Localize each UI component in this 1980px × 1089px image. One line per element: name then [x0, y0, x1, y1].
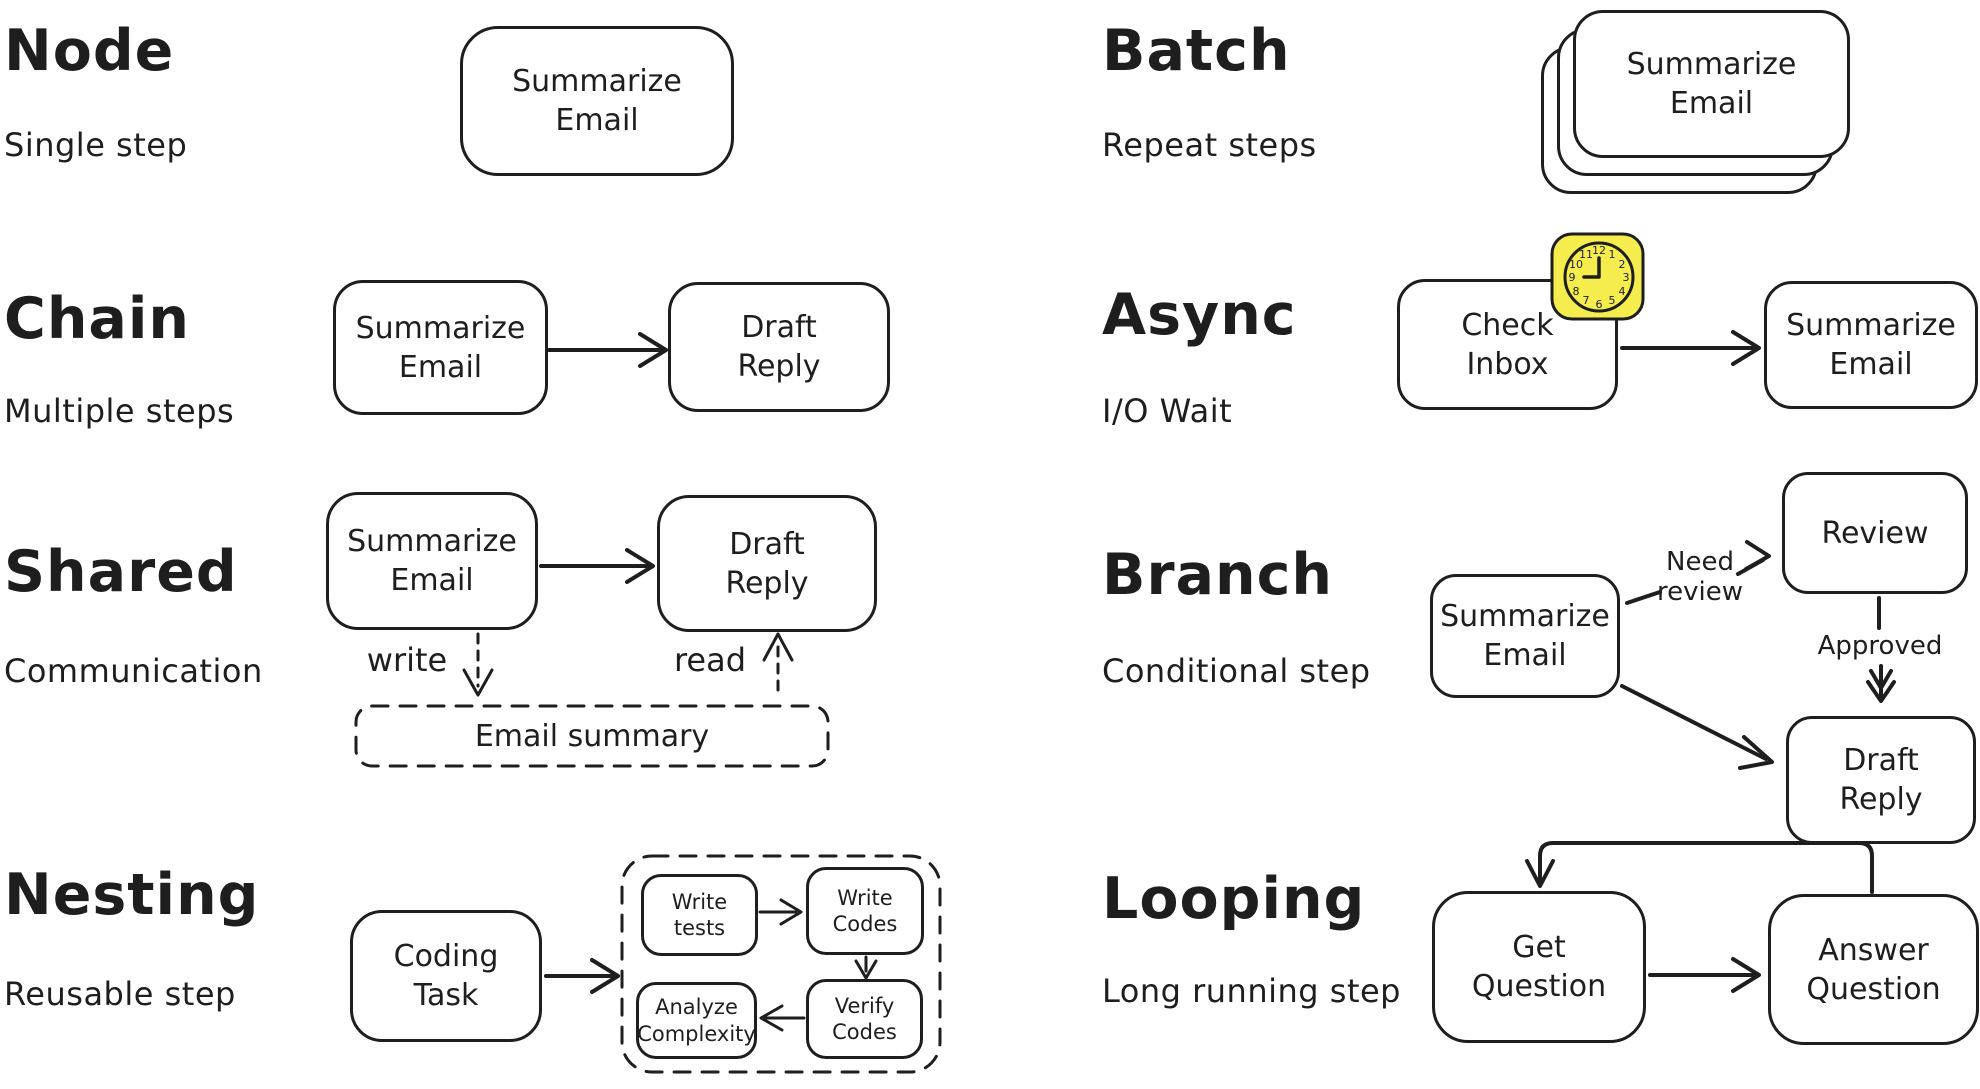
nesting-write-tests-box: Write tests — [641, 874, 758, 956]
branch-summarize-email-box: Summarize Email — [1430, 574, 1620, 698]
shared-draft-reply-box: Draft Reply — [657, 495, 877, 632]
branch-draft-reply-box: Draft Reply — [1786, 716, 1976, 844]
nesting-write-codes-box: Write Codes — [806, 867, 924, 955]
looping-loopback-arrowhead — [1525, 859, 1555, 888]
looping-section-title: Looping — [1102, 866, 1366, 932]
clock-number: 7 — [1583, 294, 1590, 307]
nesting-arrow2-head — [854, 959, 878, 980]
shared-write-label: write — [366, 641, 448, 679]
shared-read-label: read — [673, 641, 747, 679]
clock-number: 12 — [1592, 244, 1606, 257]
batch-summarize-email-box: Summarize Email — [1573, 10, 1850, 158]
clock-number: 4 — [1619, 285, 1626, 298]
looping-answer-question-box: Answer Question — [1768, 894, 1979, 1045]
nesting-arrow1-head — [779, 898, 803, 926]
looping-loopback-line — [1538, 841, 1874, 894]
nesting-verify-codes-box: Verify Codes — [806, 979, 923, 1059]
clock-number: 5 — [1609, 294, 1616, 307]
chain-summarize-email-box: Summarize Email — [333, 280, 548, 415]
shared-summarize-email-box: Summarize Email — [326, 492, 538, 630]
async-summarize-email-box: Summarize Email — [1764, 281, 1978, 409]
node-summarize-email-box: Summarize Email — [460, 26, 734, 176]
clock-hands — [1582, 256, 1601, 279]
branch-review-box: Review — [1782, 472, 1968, 594]
clock-number: 11 — [1579, 248, 1593, 261]
shared-arrowhead — [625, 548, 655, 584]
chain-arrowhead — [638, 332, 668, 368]
nesting-coding-task-box: Coding Task — [350, 910, 542, 1042]
chain-draft-reply-box: Draft Reply — [668, 282, 890, 412]
branch-diagonal-line — [1620, 684, 1768, 761]
batch-section-title: Batch — [1102, 18, 1291, 84]
chain-section-title: Chain — [4, 286, 190, 352]
async-section-subtitle: I/O Wait — [1102, 392, 1233, 430]
branch-approved-arrowhead-outer — [1866, 680, 1896, 703]
node-section-title: Node — [4, 18, 175, 84]
branch-approved-arrowhead-inner — [1869, 669, 1893, 690]
nesting-arrow3-head — [759, 1004, 784, 1032]
looping-get-question-box: Get Question — [1432, 891, 1646, 1043]
shared-read-arrowhead — [762, 632, 794, 662]
clock-number: 6 — [1596, 298, 1603, 311]
nesting-arrowhead — [590, 958, 620, 994]
async-arrowhead — [1731, 330, 1761, 366]
branch-diagonal-arrowhead — [1738, 735, 1774, 770]
nesting-analyze-complexity-box: Analyze Complexity — [636, 982, 757, 1059]
branch-need-review-label: Need review — [1657, 547, 1743, 607]
looping-arrowhead — [1731, 957, 1761, 993]
clock-number: 2 — [1619, 258, 1626, 271]
async-section-title: Async — [1102, 282, 1297, 348]
nesting-section-title: Nesting — [4, 862, 260, 928]
clock-number: 1 — [1609, 248, 1616, 261]
clock-number: 9 — [1569, 271, 1576, 284]
branch-section-subtitle: Conditional step — [1102, 652, 1371, 690]
nesting-section-subtitle: Reusable step — [4, 975, 236, 1013]
shared-write-arrowhead — [462, 668, 494, 697]
branch-section-title: Branch — [1102, 542, 1333, 608]
node-section-subtitle: Single step — [4, 126, 188, 164]
clock-number: 8 — [1573, 285, 1580, 298]
chain-section-subtitle: Multiple steps — [4, 392, 235, 430]
batch-section-subtitle: Repeat steps — [1102, 126, 1317, 164]
looping-section-subtitle: Long running step — [1102, 972, 1401, 1010]
clock-number: 3 — [1623, 271, 1630, 284]
clock-number: 10 — [1569, 258, 1583, 271]
shared-email-summary-store: Email summary — [474, 718, 710, 754]
clock-icon: 12 1 2 3 4 5 6 7 8 9 10 11 — [1550, 232, 1645, 321]
shared-section-title: Shared — [4, 539, 238, 605]
shared-section-subtitle: Communication — [4, 652, 263, 690]
branch-approved-label: Approved — [1817, 631, 1943, 661]
